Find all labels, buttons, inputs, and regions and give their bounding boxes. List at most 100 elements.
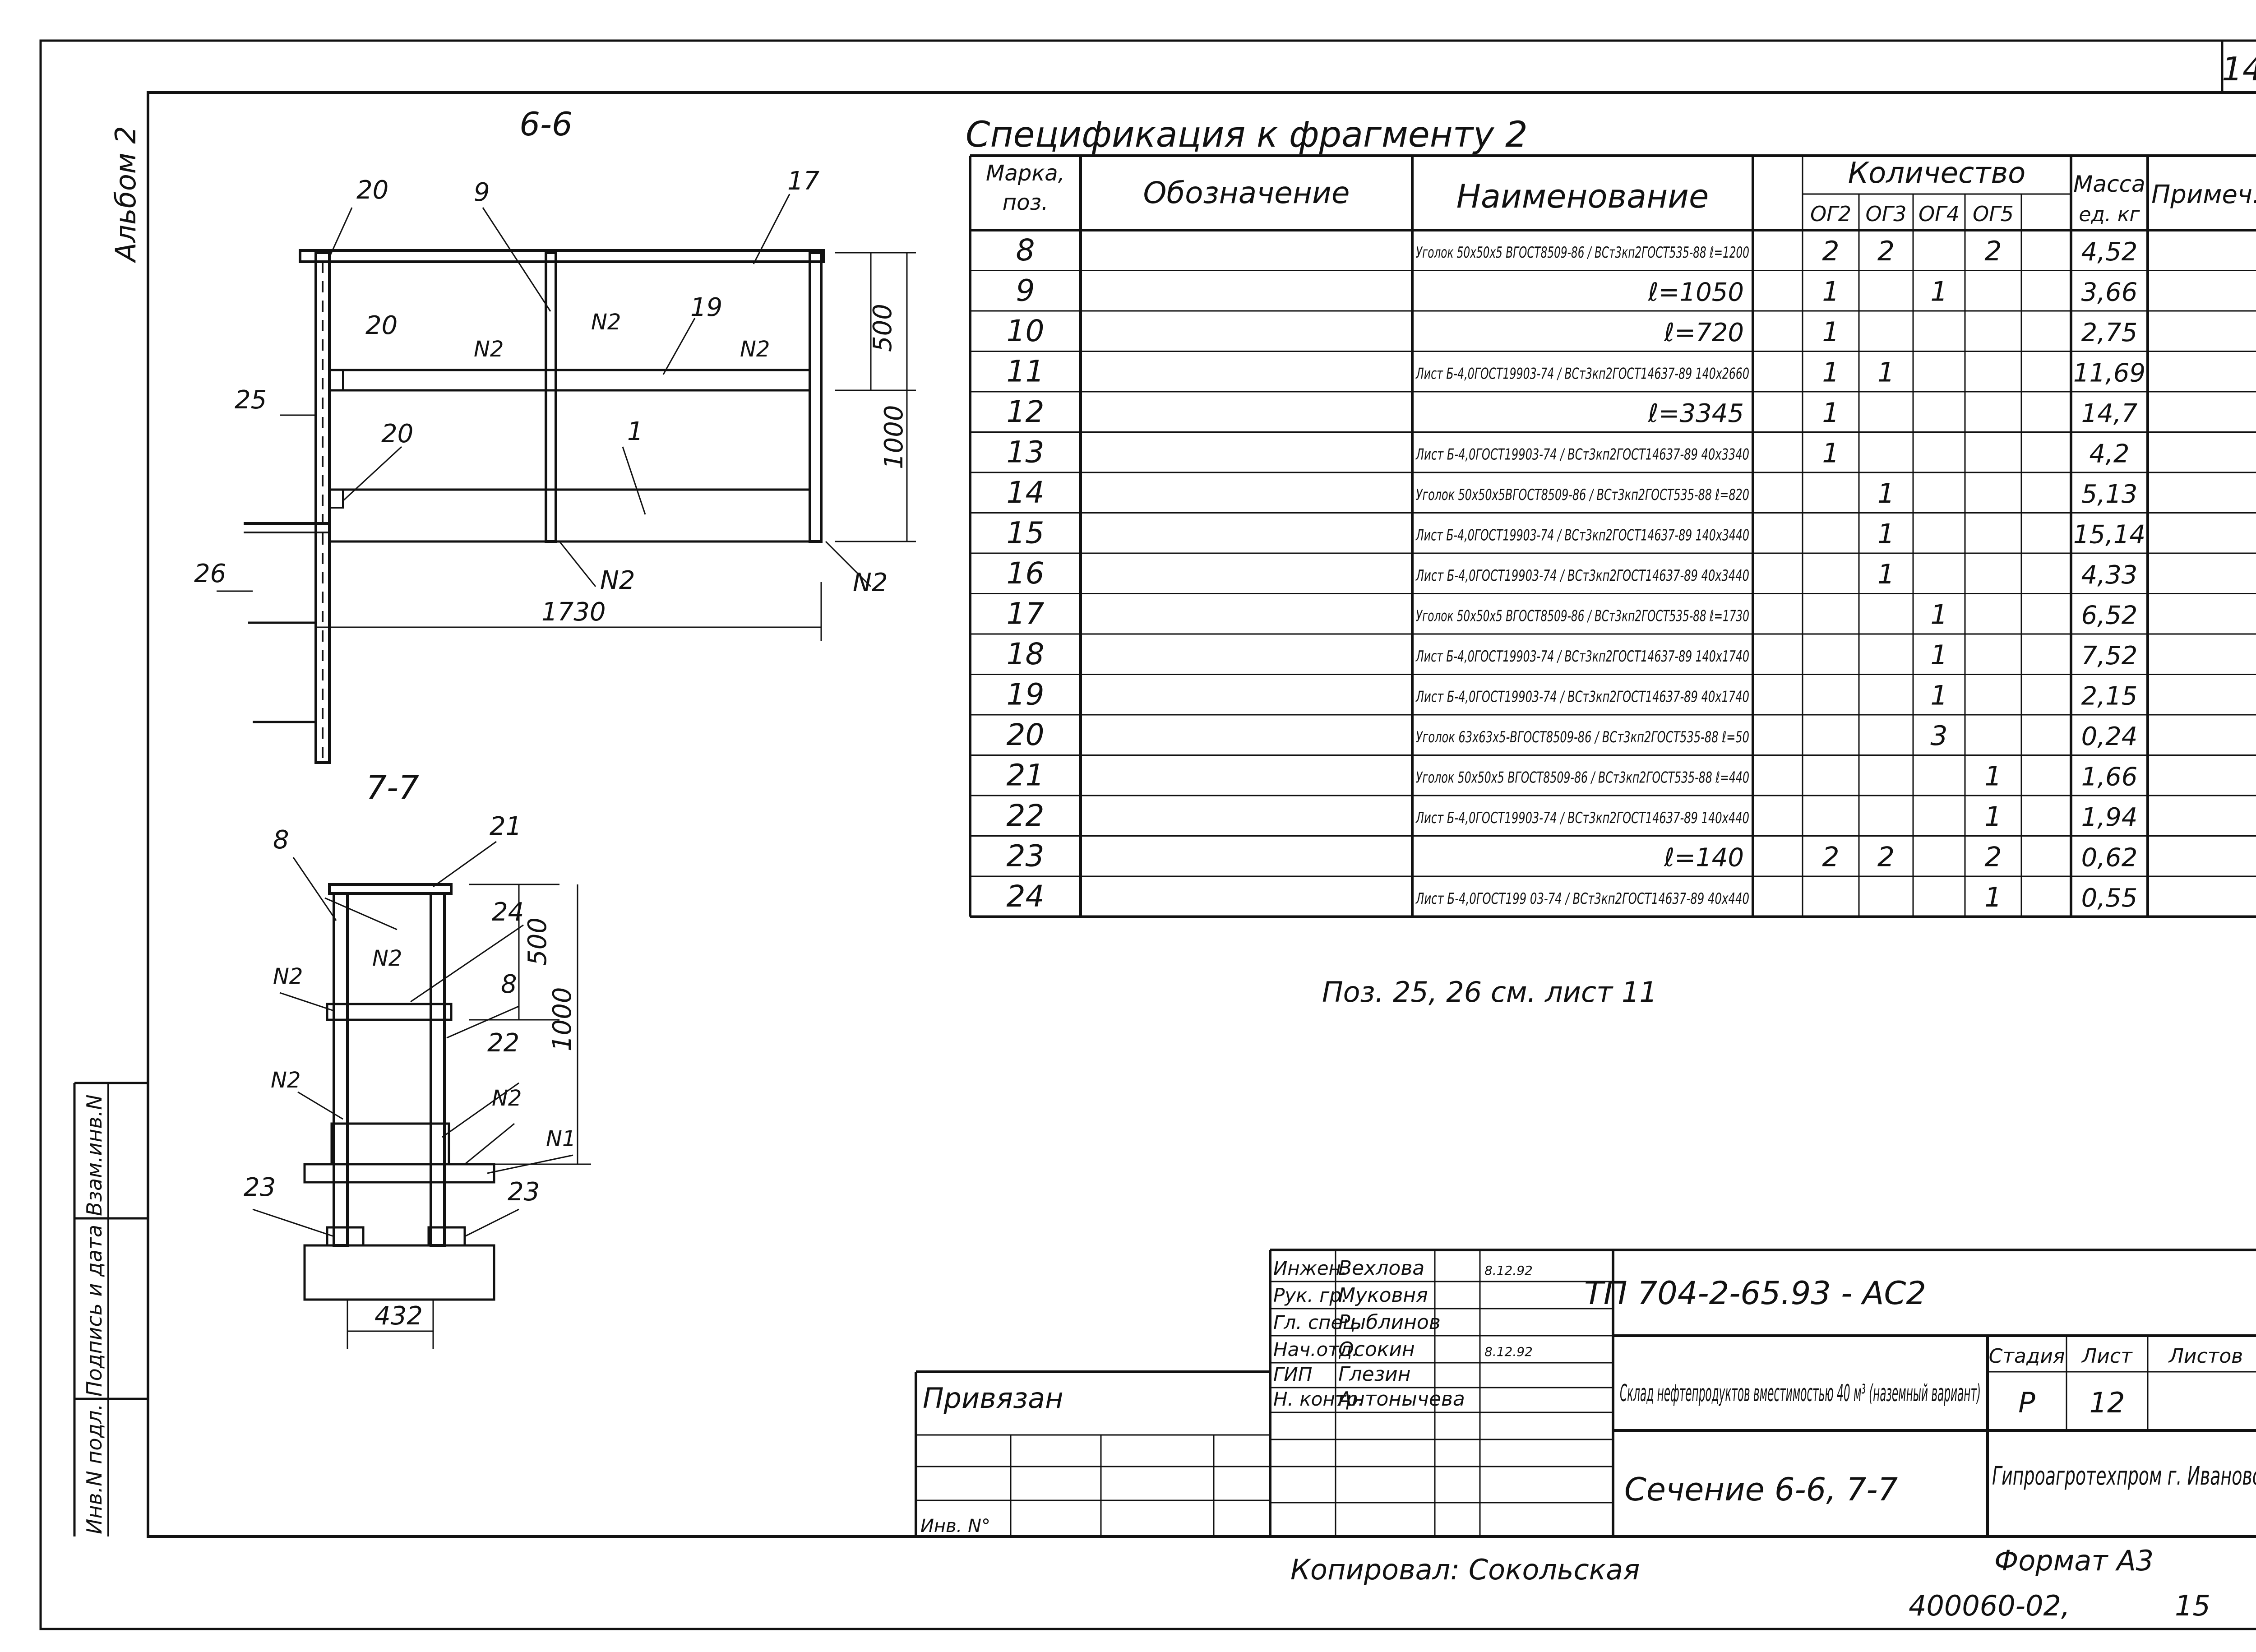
privyazan-label: Привязан — [923, 1382, 1063, 1415]
section-7-7 — [252, 841, 591, 1349]
tb-role: Гл. спец. — [1273, 1311, 1361, 1333]
spec-row-mark: 16 — [1007, 556, 1045, 591]
svg-text:500: 500 — [523, 917, 552, 966]
svg-text:23: 23 — [244, 1173, 276, 1202]
strip-inv-label: Инв.N подл. — [82, 1404, 106, 1534]
spec-row-og3: 2 — [1877, 236, 1895, 267]
spec-row-name: Уголок 50x50x5ВГОСТ8509-86 / ВСт3кп2ГОСТ… — [1416, 486, 1749, 504]
svg-text:22: 22 — [487, 1028, 519, 1058]
spec-row-name: Лист Б-4,0ГОСТ19903-74 / ВСт3кп2ГОСТ1463… — [1415, 809, 1749, 827]
header-mass-1: Масса — [2073, 171, 2145, 197]
spec-row-mark: 20 — [1007, 717, 1045, 752]
object-name: Склад нефтепродуктов вместимостью 40 м³ … — [1620, 1380, 1981, 1407]
spec-row-mass: 1,94 — [2081, 803, 2138, 832]
svg-text:8: 8 — [501, 970, 517, 999]
spec-row-mark: 14 — [1007, 475, 1045, 510]
spec-row-mark: 23 — [1007, 838, 1045, 873]
inventory-code: 400060-02, — [1909, 1589, 2070, 1622]
section-6-labels: 20 9 17 20 19 N2 N2 N2 25 20 1 26 N2 N2 … — [194, 167, 909, 627]
spec-row-og3: 1 — [1877, 559, 1895, 590]
svg-text:N2: N2 — [271, 1068, 300, 1093]
tb-role: Н. контр. — [1273, 1388, 1364, 1410]
spec-row-mark: 17 — [1007, 596, 1045, 631]
spec-row-og2: 2 — [1822, 841, 1839, 873]
svg-text:500: 500 — [868, 304, 897, 352]
spec-row-name: Уголок 50x50x5 ВГОСТ8509-86 / ВСт3кп2ГОС… — [1416, 768, 1749, 787]
tb-role: Нач.отд. — [1273, 1338, 1358, 1360]
header-name: Наименование — [1456, 177, 1709, 215]
svg-text:1000: 1000 — [879, 405, 909, 469]
outer-frame — [39, 39, 2256, 1630]
tb-role: Рук. гр. — [1273, 1284, 1347, 1306]
svg-text:21: 21 — [490, 812, 522, 841]
spec-row-mark: 8 — [1016, 233, 1035, 268]
svg-text:1000: 1000 — [548, 987, 577, 1051]
spec-row-name: Лист Б-4,0ГОСТ19903-74 / ВСт3кп2ГОСТ1463… — [1415, 445, 1749, 463]
strip-sign-label: Подпись и дата — [82, 1225, 106, 1397]
svg-text:N2: N2 — [600, 566, 635, 595]
spec-row-mass: 1,66 — [2081, 762, 2138, 791]
sheet-label: Лист — [2081, 1345, 2133, 1368]
left-strip: Инв.N подл. Подпись и дата Взам.инв.N Ал… — [73, 126, 148, 1536]
header-og2: ОГ2 — [1810, 202, 1851, 226]
svg-text:24: 24 — [492, 898, 524, 927]
inv-no-label: Инв. N° — [920, 1516, 990, 1536]
album-label: Альбом 2 — [109, 126, 142, 264]
page-number: 14 — [2222, 50, 2256, 88]
section-7-labels: 7-7 8 21 N2 24 N2 8 N2 22 N2 N1 23 23 50… — [244, 768, 577, 1331]
spec-row-og5: 2 — [1984, 236, 2002, 267]
header-note: Примеч. — [2151, 180, 2256, 209]
svg-text:25: 25 — [235, 385, 267, 415]
stage-value: Р — [2018, 1386, 2035, 1419]
spec-row-og4: 3 — [1930, 720, 1947, 752]
spec-row-mark: 18 — [1007, 637, 1045, 671]
spec-row-name: Уголок 50x50x5 ВГОСТ8509-86 / ВСт3кп2ГОС… — [1416, 244, 1749, 262]
svg-text:20: 20 — [365, 311, 398, 340]
sheet-name: Сечение 6-6, 7-7 — [1624, 1471, 1898, 1508]
sheets-label: Листов — [2168, 1345, 2243, 1368]
spec-row-og5: 1 — [1984, 760, 2002, 792]
spec-row-mark: 15 — [1007, 515, 1045, 550]
spec-row-og2: 2 — [1822, 236, 1839, 267]
header-og4: ОГ4 — [1919, 202, 1960, 226]
tb-name: Вехлова — [1338, 1257, 1424, 1280]
sheet-value: 12 — [2090, 1386, 2125, 1419]
tb-name: Рыблинов — [1338, 1311, 1441, 1334]
section-6-title: 6-6 — [519, 105, 573, 143]
spec-row-name: Лист Б-4,0ГОСТ19903-74 / ВСт3кп2ГОСТ1463… — [1415, 567, 1749, 585]
spec-row-name: Лист Б-4,0ГОСТ199 03-74 / ВСт3кп2ГОСТ146… — [1415, 890, 1749, 908]
svg-text:26: 26 — [194, 559, 226, 588]
svg-text:1730: 1730 — [541, 597, 606, 627]
spec-row-mass: 14,7 — [2081, 399, 2138, 428]
format-label: Формат А3 — [1994, 1544, 2154, 1577]
svg-text:19: 19 — [690, 293, 722, 322]
spec-row-og3: 1 — [1877, 478, 1895, 509]
header-mass-2: ед. кг — [2079, 203, 2140, 226]
spec-row-og5: 1 — [1984, 882, 2002, 913]
spec-row-mass: 11,69 — [2073, 358, 2145, 388]
spec-row-name: ℓ=1050 — [1647, 278, 1744, 307]
tb-name: Муковня — [1338, 1284, 1428, 1307]
spec-note: Поз. 25, 26 см. лист 11 — [1322, 976, 1657, 1009]
organization: Гипроагротехпром г. Иваново — [1992, 1462, 2256, 1491]
svg-text:N2: N2 — [273, 964, 303, 989]
spec-row-mass: 5,13 — [2081, 480, 2138, 509]
tb-name: Осокин — [1338, 1338, 1415, 1361]
svg-text:432: 432 — [374, 1301, 423, 1331]
spec-row-mark: 13 — [1007, 435, 1045, 469]
svg-text:20: 20 — [381, 419, 413, 449]
svg-text:N2: N2 — [853, 568, 888, 597]
spec-row-name: Лист Б-4,0ГОСТ19903-74 / ВСт3кп2ГОСТ1463… — [1415, 688, 1749, 706]
tb-role: ГИП — [1273, 1363, 1312, 1385]
svg-text:N2: N2 — [492, 1086, 522, 1111]
tb-name: Антонычева — [1337, 1388, 1465, 1411]
spec-row-og5: 2 — [1984, 841, 2002, 873]
spec-row-og2: 1 — [1822, 397, 1839, 429]
spec-row-og3: 1 — [1877, 518, 1895, 550]
tb-date: 8.12.92 — [1484, 1344, 1533, 1359]
spec-row-og3: 2 — [1877, 841, 1895, 873]
spec-row-og4: 1 — [1930, 639, 1947, 671]
svg-text:1: 1 — [627, 417, 643, 446]
svg-text:20: 20 — [356, 176, 388, 205]
